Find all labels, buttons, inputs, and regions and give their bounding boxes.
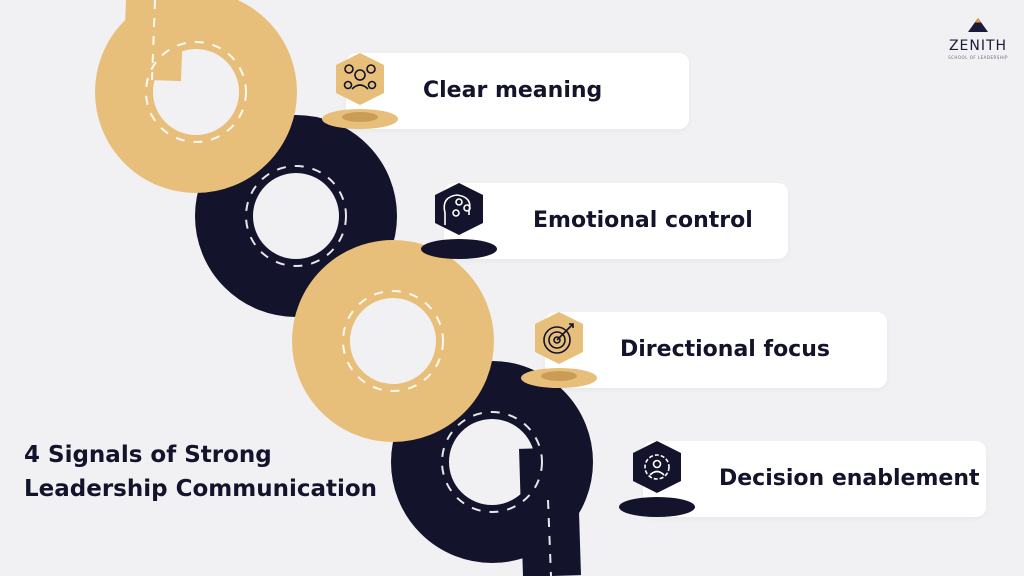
zenith-logo: ZENITH SCHOOL OF LEADERSHIP: [940, 16, 1016, 62]
signal-label: Directional focus: [620, 337, 830, 362]
road-dash-loop-4: [441, 411, 543, 513]
brand-name: ZENITH: [948, 38, 1008, 54]
road-dash-loop-3: [342, 290, 444, 392]
infographic-title: 4 Signals of Strong Leadership Communica…: [24, 438, 377, 506]
gear-person-icon: [617, 433, 697, 523]
emotions-head-icon: [419, 175, 499, 265]
road-dash-loop-2: [245, 165, 347, 267]
road-loop-gold-lower: [292, 240, 494, 442]
signal-label: Decision enablement: [719, 466, 980, 491]
road-dash-stem: [151, 0, 156, 81]
mountain-peak-icon: [968, 18, 988, 32]
signal-card-decision-enablement: Decision enablement: [643, 441, 986, 517]
language-speech-icon: [320, 45, 400, 135]
brand-tagline: SCHOOL OF LEADERSHIP: [948, 55, 1008, 60]
road-loop-gold-upper: [95, 0, 297, 193]
signal-card-directional-focus: Directional focus: [545, 312, 887, 388]
signal-label: Emotional control: [533, 208, 753, 233]
title-line-1: 4 Signals of Strong: [24, 442, 272, 468]
road-dash-tail: [547, 499, 552, 576]
title-line-2: Leadership Communication: [24, 476, 378, 502]
target-arrow-icon: [519, 304, 599, 394]
signal-card-emotional-control: Emotional control: [444, 183, 788, 259]
signal-card-clear-meaning: Clear meaning: [346, 53, 689, 129]
road-loop-dark-upper: [195, 115, 397, 317]
road-loop-dark-lower: [391, 361, 593, 563]
signal-label: Clear meaning: [423, 78, 603, 103]
road-dash-loop-1: [145, 41, 247, 143]
